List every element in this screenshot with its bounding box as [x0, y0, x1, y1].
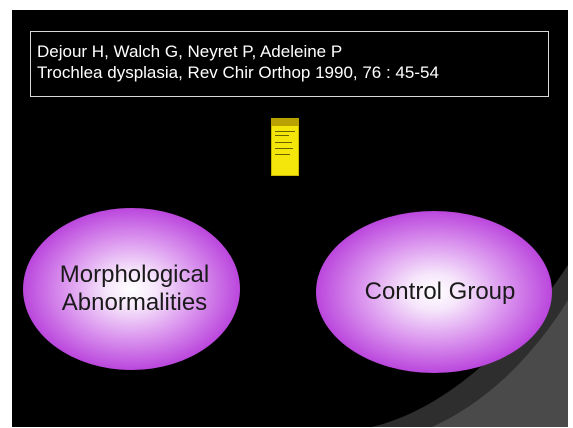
journal-cover-line	[275, 135, 289, 136]
reference-authors: Dejour H, Walch G, Neyret P, Adeleine P	[37, 42, 343, 61]
journal-cover-image	[271, 118, 299, 176]
morphological-abnormalities-label: Morphological Abnormalities	[59, 261, 210, 316]
reference-box: Dejour H, Walch G, Neyret P, Adeleine P …	[30, 31, 549, 97]
journal-cover-line	[275, 131, 295, 132]
reference-citation: Trochlea dysplasia, Rev Chir Orthop 1990…	[37, 63, 439, 82]
slide: Dejour H, Walch G, Neyret P, Adeleine P …	[12, 10, 568, 427]
control-group-label: Control Group	[364, 278, 516, 305]
journal-cover-band	[271, 118, 299, 126]
journal-cover-line	[275, 148, 293, 149]
morphological-abnormalities-ellipse: Morphological Abnormalities	[23, 208, 240, 370]
background-swoosh	[372, 265, 568, 427]
journal-cover-line	[275, 154, 290, 155]
journal-cover-line	[275, 142, 292, 143]
control-group-ellipse: Control Group	[316, 211, 552, 373]
